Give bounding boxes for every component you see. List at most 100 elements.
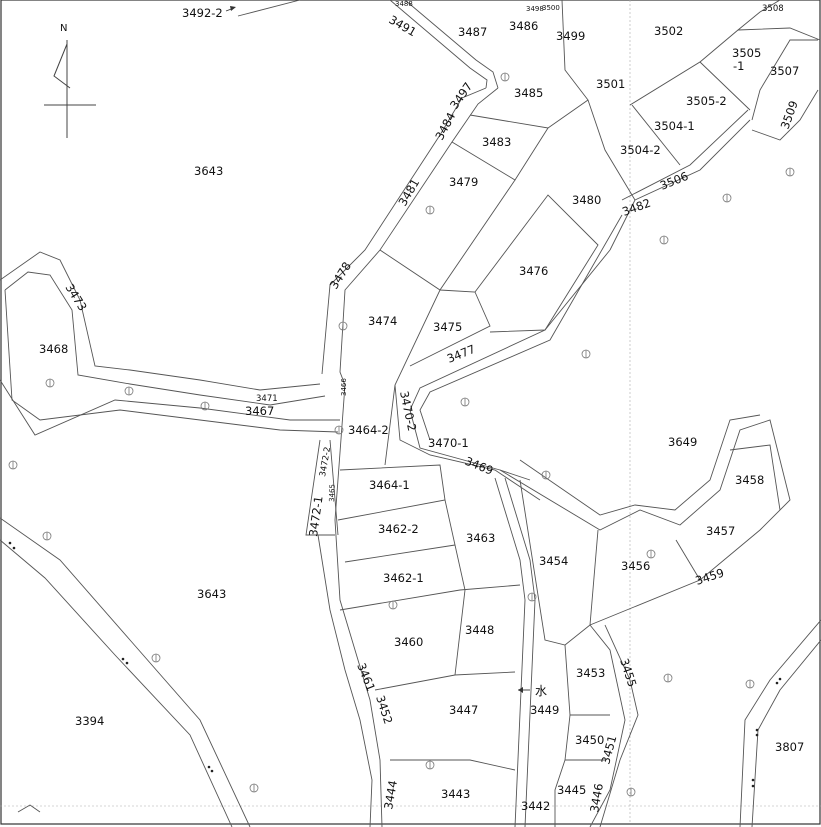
- lot-label: 3480: [572, 193, 601, 207]
- lot-label: -1: [733, 59, 744, 73]
- lot-label: 3445: [557, 783, 586, 797]
- lot-label: 3506: [658, 169, 690, 193]
- marker-icon: [425, 205, 435, 215]
- lot-label: 3472-1: [306, 495, 326, 537]
- lot-label: 3500: [542, 4, 560, 12]
- marker-icon: [745, 679, 755, 689]
- lot-label: 3459: [694, 565, 726, 587]
- lot-label: 3479: [449, 175, 478, 189]
- lot-label: 3649: [668, 435, 697, 449]
- lot-label: 3443: [441, 787, 470, 801]
- lot-label: 3504-2: [620, 143, 661, 157]
- lot-label: 3507: [770, 64, 799, 78]
- marker-icon: [541, 470, 551, 480]
- marker-icon: [151, 653, 161, 663]
- marker-icon: [42, 531, 52, 541]
- lot-label: 3474: [368, 314, 397, 328]
- lot-label: 3643: [194, 164, 223, 178]
- lot-label: 3491: [387, 12, 419, 39]
- lot-label: 3473: [62, 281, 89, 313]
- lot-label: 3462-1: [383, 571, 424, 585]
- lot-label: 3492-2: [182, 6, 223, 20]
- lot-label: 3504-1: [654, 119, 695, 133]
- marker-icon: [722, 193, 732, 203]
- lot-label: 3488: [395, 0, 413, 8]
- lot-label: 3807: [775, 740, 804, 754]
- marker-icon: [460, 397, 470, 407]
- lot-labels: 3492-2 3488 3491 3487 3486 3498 3500 349…: [39, 0, 804, 814]
- lot-label: 3453: [576, 666, 605, 680]
- marker-icon: [334, 425, 344, 435]
- lot-label: 3485: [514, 86, 543, 100]
- marker-icon: [646, 549, 656, 559]
- north-arrow-icon: [44, 40, 96, 138]
- lot-label: 3463: [466, 531, 495, 545]
- lot-label: 3452: [373, 694, 395, 726]
- lot-label: 3508: [762, 4, 784, 14]
- lot-label: 3442: [521, 799, 550, 813]
- lot-label: 3450: [575, 733, 604, 747]
- marker-icon: [581, 349, 591, 359]
- marker-icon: [124, 386, 134, 396]
- lot-label: 3482: [620, 196, 652, 219]
- boundary-dots: [8, 541, 782, 788]
- lot-label: 3447: [449, 703, 478, 717]
- lot-label: 3471: [256, 394, 278, 404]
- marker-icon: [425, 760, 435, 770]
- marker-icon: [45, 378, 55, 388]
- lot-label: 3470-1: [428, 436, 469, 450]
- lot-label: 3472-2: [318, 446, 333, 477]
- lot-label: 3468: [39, 342, 68, 356]
- lot-label: 3501: [596, 77, 625, 91]
- lot-label: 3465: [328, 484, 337, 502]
- lot-label: 3478: [327, 259, 354, 291]
- lot-label: 3487: [458, 25, 487, 39]
- lot-label: 3464-1: [369, 478, 410, 492]
- lot-label: 3466: [340, 378, 348, 396]
- lot-label: 3394: [75, 714, 104, 728]
- lot-label: 3456: [621, 559, 650, 573]
- marker-icon: [338, 321, 348, 331]
- marker-icon: [626, 787, 636, 797]
- lot-label: 3461: [354, 661, 378, 693]
- marker-icon: [500, 72, 510, 82]
- lot-label: 3477: [445, 342, 477, 366]
- pointer-arrow-icon: [225, 6, 236, 12]
- lot-label: 3499: [556, 29, 585, 43]
- lot-label: 3444: [381, 779, 400, 810]
- water-label: 水: [535, 684, 547, 698]
- marker-icon: [663, 673, 673, 683]
- lot-label: 3458: [735, 473, 764, 487]
- lot-label: 3448: [465, 623, 494, 637]
- lot-label: 3502: [654, 24, 683, 38]
- marker-icon: [527, 592, 537, 602]
- lot-label: 3455: [617, 657, 639, 689]
- marker-icon: [200, 401, 210, 411]
- lot-label: 3484: [432, 110, 458, 142]
- lot-label: 3498: [526, 5, 544, 13]
- lot-label: 3497: [447, 80, 475, 112]
- marker-icon: [659, 235, 669, 245]
- water-arrow-icon: [518, 687, 530, 693]
- marker-icon: [388, 600, 398, 610]
- lot-label: 3454: [539, 554, 568, 568]
- marker-icon: [8, 460, 18, 470]
- lot-label: 3457: [706, 524, 735, 538]
- lot-label: 3467: [245, 404, 274, 418]
- lot-label: 3469: [463, 454, 495, 478]
- lot-label: 3464-2: [348, 423, 389, 437]
- lot-label: 3475: [433, 320, 462, 334]
- lot-label: 3505: [732, 46, 761, 60]
- lot-label: 3446: [587, 782, 606, 813]
- marker-icon: [249, 783, 259, 793]
- lot-label: 3476: [519, 264, 548, 278]
- lot-label: 3483: [482, 135, 511, 149]
- lot-label: 3462-2: [378, 522, 419, 536]
- north-label: N: [60, 23, 67, 34]
- lot-label: 3460: [394, 635, 423, 649]
- land-use-markers: [8, 72, 795, 797]
- marker-icon: [785, 167, 795, 177]
